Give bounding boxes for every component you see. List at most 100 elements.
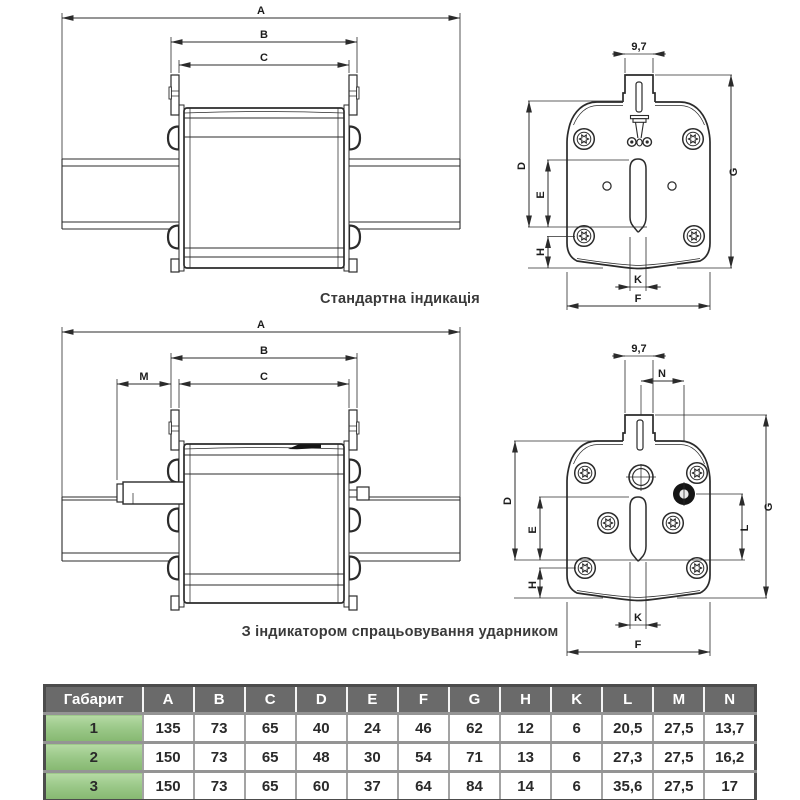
blade-slot [635,81,643,113]
striker-pin [116,481,185,505]
blade-contact-bottom-left [170,258,180,273]
table-header-row: Габарит A B C D E F G H K L M N [44,685,756,715]
blade-contact-left [168,74,180,116]
table-cell: 60 [295,770,348,800]
dim-label-a: A [257,5,265,17]
table-cell: 150 [142,741,195,772]
table-cell: 16,2 [704,741,756,772]
dim-label-k: K [634,612,642,624]
table-cell: 73 [193,712,246,743]
col-header-c: C [244,685,297,715]
table-cell: 150 [142,770,195,800]
dim-label-f: F [635,639,642,651]
dim-label-d: D [502,497,514,505]
fuse-body [183,443,345,604]
col-header-l: L [602,685,655,715]
dim-label-c: C [260,371,268,383]
table-cell: 73 [193,770,246,800]
col-header-m: M [653,685,706,715]
dim-k: K [615,237,661,291]
table-cell: 73 [193,741,246,772]
table-cell: 62 [448,712,502,743]
table-cell: 24 [346,712,399,743]
dim-blade-width: 9,7 [612,343,666,413]
dim-label-blade-width: 9,7 [631,343,646,355]
dim-label-blade-width: 9,7 [631,41,646,53]
indicator-window [288,444,321,450]
size-cell: 3 [44,770,144,800]
blade-contact-right [348,74,360,116]
caption-striker: З індикатором спрацьовування ударником [241,624,559,640]
striker-button [673,482,695,506]
dim-f: F [566,602,711,656]
dim-label-b: B [260,29,268,41]
col-header-g: G [448,685,502,715]
drawing-front-striker: A B C M [61,319,461,611]
table-cell: 30 [346,741,399,772]
blade-contact-bottom-left [170,595,180,611]
table-cell: 27,5 [653,770,706,800]
table-cell: 20,5 [602,712,655,743]
dim-m: M [116,371,172,480]
fuse-body [183,107,345,269]
blade-slot [636,419,644,451]
dim-label-b: B [260,345,268,357]
drawing-front-standard: A B C [61,5,461,273]
mounting-slot [629,158,647,233]
dim-blade-width: 9,7 [612,41,666,73]
dim-b: B [170,345,358,408]
din-rail [61,496,461,562]
dim-label-g: G [763,503,775,512]
table-cell: 48 [295,741,348,772]
table-cell: 6 [551,770,604,800]
dim-label-k: K [634,274,642,286]
table-cell: 54 [397,741,450,772]
table-cell: 27,5 [653,712,706,743]
dim-a: A [61,5,461,159]
table-cell: 46 [397,712,450,743]
col-header-b: B [193,685,246,715]
dim-label-c: C [260,52,268,64]
dim-h: H [514,567,603,599]
col-header-a: A [142,685,195,715]
col-header-h: H [500,685,553,715]
col-header-d: D [295,685,348,715]
dim-label-g: G [728,168,740,177]
dim-label-e: E [535,191,547,198]
dim-g: G [655,414,775,599]
table-cell: 14 [500,770,553,800]
dim-k: K [615,562,661,629]
dim-c: C [178,371,350,408]
col-header-n: N [704,685,756,715]
dim-e: E [527,496,629,561]
table-cell: 6 [551,741,604,772]
dim-c: C [178,52,350,73]
striker-hole [626,464,656,491]
indicator-mechanism [626,114,653,147]
table-cell: 27,3 [602,741,655,772]
blade-contact-bottom-right [348,258,358,273]
drawing-side-standard: 9,7 D E H G [516,41,740,310]
table-cell: 12 [500,712,553,743]
dim-label-m: M [139,371,148,383]
dim-f: F [566,272,711,310]
table-cell: 37 [346,770,399,800]
dim-a: A [61,319,461,497]
col-header-gabarit: Габарит [44,685,144,715]
table-cell: 84 [448,770,502,800]
size-cell: 1 [44,712,144,743]
microswitch-nub [348,486,370,501]
table-cell: 13,7 [704,712,756,743]
col-header-f: F [397,685,450,715]
dim-label-h: H [527,581,539,589]
dim-label-f: F [635,293,642,305]
table-cell: 17 [704,770,756,800]
table-row-size-2: 2 150 73 65 48 30 54 71 13 6 27,3 27,5 1… [44,741,756,772]
blade-contact-right [348,409,360,451]
table-cell: 6 [551,712,604,743]
dim-label-h: H [535,248,547,256]
drawing-side-striker: 9,7 N D E [502,343,775,656]
table-cell: 64 [397,770,450,800]
table-cell: 65 [244,712,297,743]
table-cell: 27,5 [653,741,706,772]
